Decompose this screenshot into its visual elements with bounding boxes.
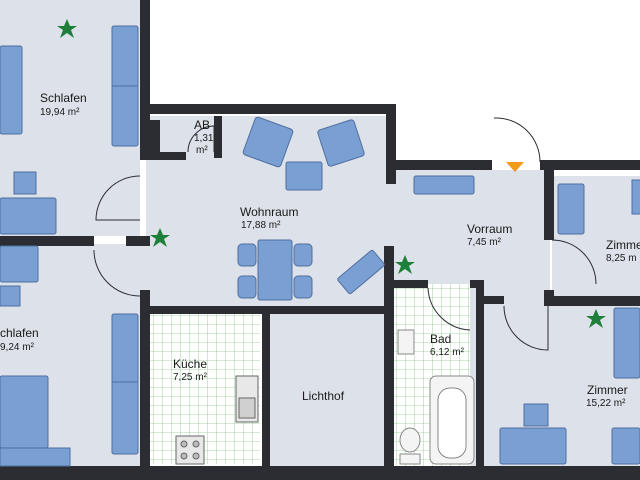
entrance-arrow-icon xyxy=(506,162,524,172)
stove-icon xyxy=(180,440,188,448)
coffee-table xyxy=(285,161,323,191)
room-area-schlafen-top: 19,94 m² xyxy=(40,107,80,118)
kitchen-fittings xyxy=(175,375,259,465)
room-name-schlafen-left: chlafen xyxy=(0,326,39,340)
chair-4 xyxy=(293,275,313,299)
room-name-schlafen-top: Schlafen xyxy=(40,91,87,105)
door-bad xyxy=(427,287,471,331)
small-cabinet xyxy=(0,285,21,307)
plants xyxy=(57,19,606,328)
bed-bottom xyxy=(613,307,640,379)
room-name-zimmer-bottom: Zimmer xyxy=(587,383,628,397)
door-schlafen-left xyxy=(93,249,141,297)
wardrobe-left xyxy=(111,313,139,455)
nightstand xyxy=(13,171,37,195)
room-area-vorraum: 7,45 m² xyxy=(467,237,501,248)
door-ab xyxy=(187,125,215,153)
room-area-kueche: 7,25 m² xyxy=(173,372,207,383)
tv-cabinet xyxy=(337,249,385,295)
room-area-bad: 6,12 m² xyxy=(430,347,464,358)
bed xyxy=(0,45,23,135)
desk-right xyxy=(631,179,640,215)
chair-bottom xyxy=(611,427,640,465)
plant-icon xyxy=(57,19,77,38)
room-name-vorraum: Vorraum xyxy=(467,222,513,236)
bath-fittings xyxy=(397,329,475,465)
room-area-wohnraum: 17,88 m² xyxy=(241,220,281,231)
plant-icon xyxy=(586,309,606,328)
room-name-ab: AB xyxy=(194,118,211,132)
dresser xyxy=(0,245,39,283)
room-area-ab: 1,31 xyxy=(194,133,214,144)
kitchen-counter xyxy=(175,435,205,465)
plant-icon xyxy=(395,255,415,274)
floor-lichthof xyxy=(270,312,386,466)
bed-left xyxy=(0,375,49,449)
bed-foot xyxy=(0,447,71,467)
room-area-schlafen-left: 9,24 m² xyxy=(0,342,34,353)
furniture xyxy=(0,25,640,467)
dining-table xyxy=(257,239,293,301)
chair-2 xyxy=(237,275,257,299)
door-schlafen-top xyxy=(95,175,141,221)
room-name-bad: Bad xyxy=(430,332,452,346)
shoe-cabinet xyxy=(413,175,475,195)
room-area-ab-unit: m² xyxy=(196,145,208,156)
room-name-zimmer-right: Zimme xyxy=(606,238,640,252)
room-name-lichthof: Lichthof xyxy=(302,389,345,403)
room-name-kueche: Küche xyxy=(173,357,208,371)
room-name-wohnraum: Wohnraum xyxy=(240,205,299,219)
cabinet-right xyxy=(557,183,585,235)
door-entrance xyxy=(493,117,541,163)
toilet-icon xyxy=(399,427,421,453)
chair-3 xyxy=(293,243,313,267)
washbasin-icon xyxy=(397,329,415,355)
chair-1 xyxy=(237,243,257,267)
desk xyxy=(0,197,57,235)
desk-bottom xyxy=(499,427,567,465)
plant-icon xyxy=(150,228,170,247)
door-zimmer-bottom xyxy=(503,305,549,351)
nightstand-bottom xyxy=(523,403,549,427)
room-area-zimmer-bottom: 15,22 m² xyxy=(586,398,626,409)
armchair-left xyxy=(242,116,294,168)
doors xyxy=(93,117,597,351)
door-zimmer-right xyxy=(551,239,597,285)
armchair-right xyxy=(317,119,365,167)
room-area-zimmer-right: 8,25 m xyxy=(606,253,637,264)
